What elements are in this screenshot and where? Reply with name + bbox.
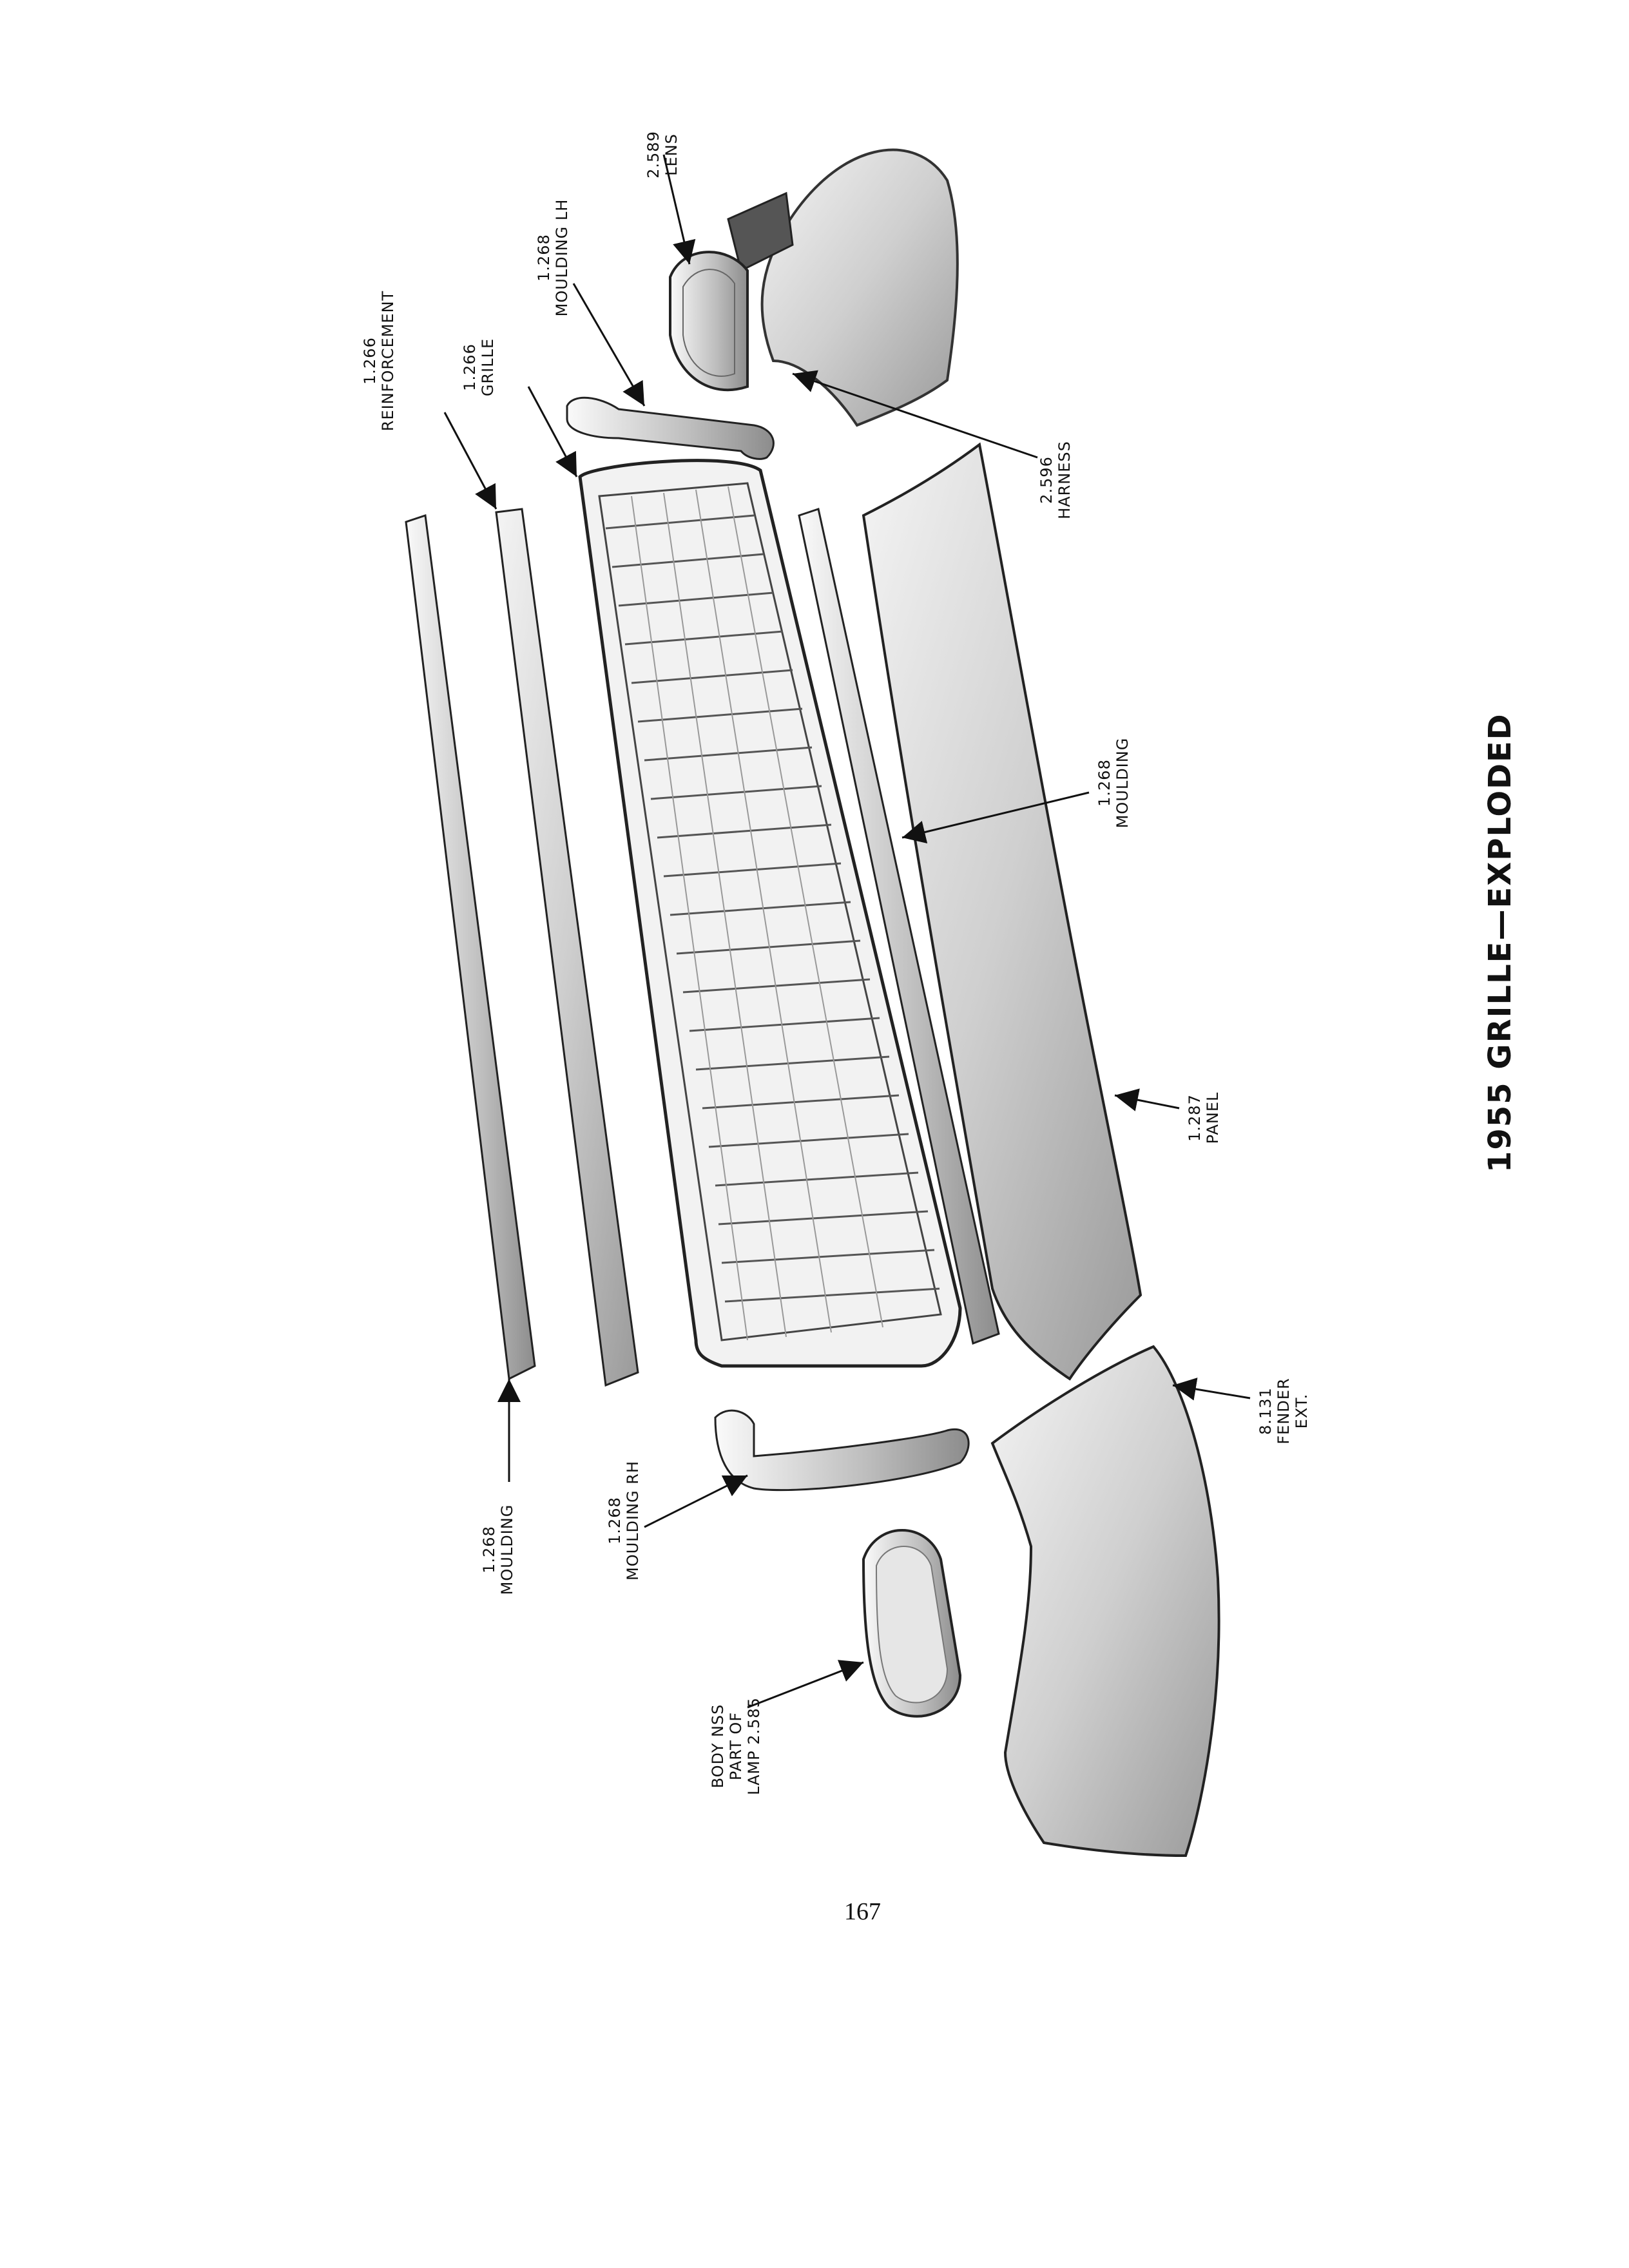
lamp-body-part [862, 1529, 962, 1718]
lens-part [669, 251, 749, 392]
label-body-nss: BODY NSS PART OF LAMP 2.585 [709, 1697, 763, 1795]
page-number: 167 [844, 1898, 881, 1925]
grille-part [578, 459, 962, 1368]
label-reinforcement: 1.266 REINFORCEMENT [361, 290, 397, 432]
moulding-lh-part [566, 396, 775, 460]
moulding-strip-left-part [405, 514, 536, 1381]
label-fender-ext: 8.131 FENDER EXT. [1257, 1378, 1311, 1445]
label-lens: 2.589 LENS [644, 131, 680, 178]
label-panel: 1.287 PANEL [1186, 1091, 1222, 1144]
panel-part [862, 442, 1142, 1381]
label-moulding-center: 1.268 MOULDING [1095, 737, 1132, 829]
label-moulding-lh: 1.268 MOULDING LH [535, 198, 571, 317]
diagram-title: 1955 GRILLE—EXPLODED [1482, 713, 1518, 1173]
fender-extension-part [990, 1345, 1220, 1858]
label-grille: 1.266 GRILLE [461, 338, 497, 397]
label-moulding-rh: 1.268 MOULDING RH [606, 1461, 642, 1581]
reinforcement-part [495, 508, 639, 1387]
label-harness: 2.596 HARNESS [1037, 441, 1074, 519]
leader-lines [443, 154, 1251, 1709]
label-moulding-left: 1.268 MOULDING [480, 1504, 516, 1595]
moulding-strip-center-part [798, 508, 1000, 1345]
moulding-rh-part [714, 1409, 970, 1492]
headlamp-housing-part [727, 148, 959, 427]
